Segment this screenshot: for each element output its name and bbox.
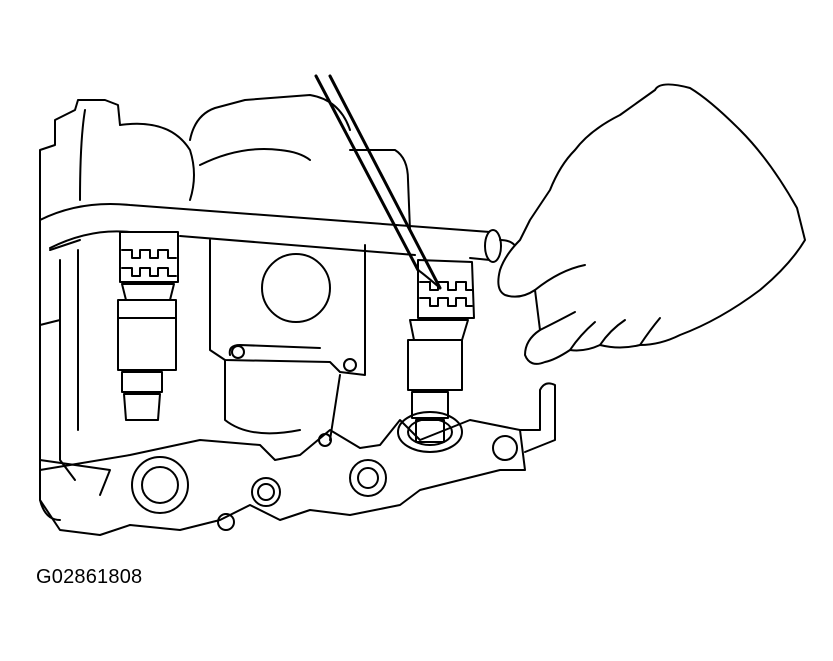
- center-bracket: [209, 239, 366, 441]
- hand: [497, 83, 806, 365]
- figure-caption: G02861808: [36, 566, 143, 588]
- left-injector: [117, 231, 179, 421]
- engine-block: [39, 94, 411, 521]
- removal-tool: [314, 74, 442, 290]
- cylinder-head: [39, 382, 556, 536]
- fuel-pipe: [39, 203, 520, 271]
